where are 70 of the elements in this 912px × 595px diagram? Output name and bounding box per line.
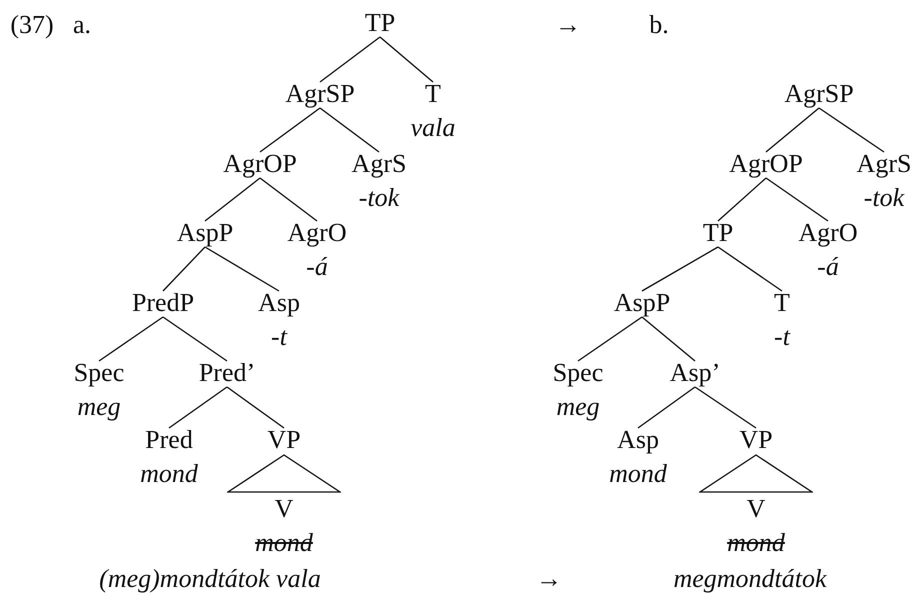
branch-line (718, 178, 766, 222)
category-label: Pred (145, 424, 193, 456)
sentence-label: megmondtátok (673, 563, 827, 595)
word-label: -t (271, 321, 287, 353)
word-label: meg (556, 391, 600, 423)
word-label: -tok (864, 182, 904, 214)
branch-line (642, 246, 718, 292)
category-label: T (774, 287, 790, 319)
example-label: a. (72, 9, 92, 41)
branch-line (260, 177, 318, 222)
category-label: TP (364, 7, 396, 39)
branch-line (204, 246, 280, 292)
word-label: vala (410, 112, 456, 144)
sentence-label: (meg)mondtátok vala (99, 563, 321, 595)
category-label: AgrO (798, 217, 858, 249)
example-label: → (536, 563, 562, 595)
category-label: V (274, 493, 294, 525)
branch-line (162, 316, 228, 362)
branch-line (162, 246, 206, 292)
branch-line (642, 316, 696, 362)
category-label: VP (267, 424, 301, 456)
category-label: Asp’ (670, 357, 720, 389)
branch-line (226, 386, 284, 429)
branch-line (380, 36, 434, 82)
category-label: AspP (614, 287, 670, 319)
branch-line (818, 107, 884, 153)
branch-line (718, 246, 782, 292)
word-label: -t (774, 321, 790, 353)
word-label: -á (306, 251, 328, 283)
word-label: meg (77, 391, 121, 423)
category-label: Asp (617, 424, 659, 456)
branch-line (766, 177, 828, 222)
word-label: mond (140, 458, 198, 490)
branch-line (260, 107, 320, 153)
triangle (699, 454, 813, 494)
category-label: AgrO (287, 217, 347, 249)
category-label: AgrSP (784, 78, 854, 110)
branch-line (98, 316, 164, 362)
triangle (227, 454, 341, 494)
branch-line (320, 107, 380, 153)
category-label: AgrOP (729, 148, 803, 180)
category-label: V (746, 493, 766, 525)
category-label: Spec (74, 357, 124, 389)
branch-line (204, 177, 260, 222)
category-label: VP (739, 424, 773, 456)
category-label: Asp (258, 287, 300, 319)
struck-word: mond (255, 527, 313, 559)
word-label: mond (609, 458, 667, 490)
branch-line (766, 108, 820, 152)
branch-line (578, 316, 642, 362)
example-label: b. (649, 9, 669, 41)
word-label: -tok (358, 182, 400, 214)
branch-line (694, 386, 756, 429)
word-label: -á (817, 251, 839, 283)
branch-line (638, 386, 696, 429)
category-label: AgrOP (223, 148, 297, 180)
category-label: AgrS (352, 148, 406, 180)
category-label: TP (702, 217, 734, 249)
category-label: Spec (552, 357, 604, 389)
category-label: AspP (176, 217, 234, 249)
category-label: AgrS (856, 148, 912, 180)
category-label: PredP (132, 287, 194, 319)
category-label: Pred’ (198, 357, 256, 389)
branch-line (320, 36, 380, 83)
category-label: AgrSP (285, 78, 355, 110)
struck-word: mond (727, 527, 785, 559)
branch-line (168, 386, 228, 429)
category-label: T (425, 78, 441, 110)
example-label: (37) (10, 9, 54, 41)
example-label: → (555, 9, 581, 41)
